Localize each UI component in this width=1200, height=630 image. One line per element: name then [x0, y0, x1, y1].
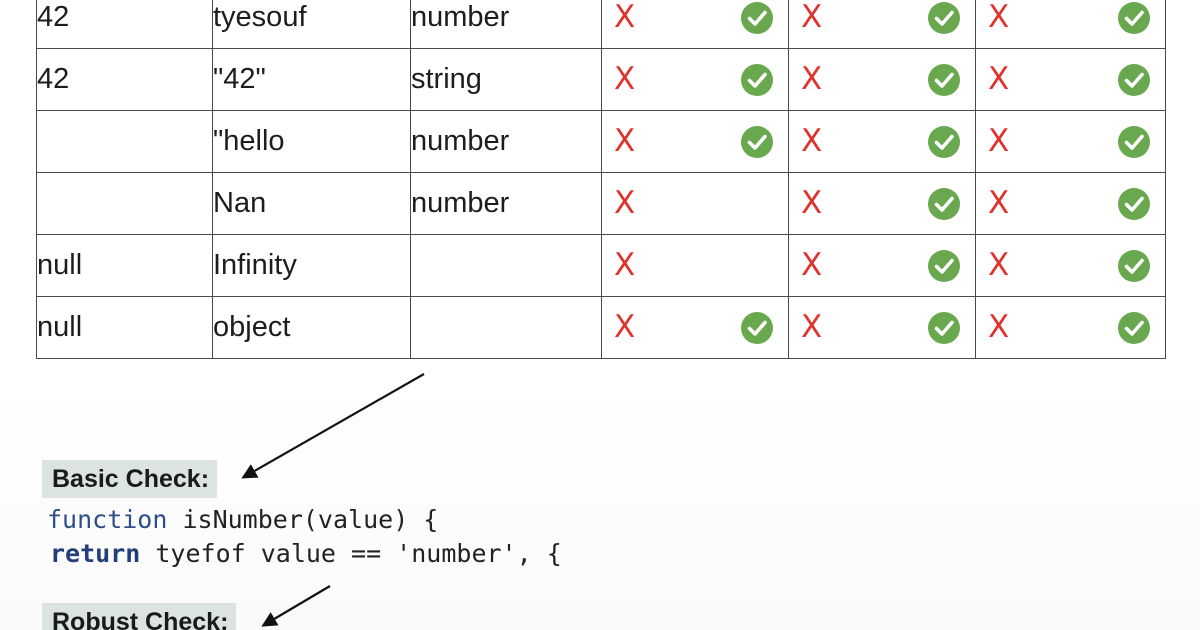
keyword-return: return [50, 539, 141, 568]
arrow-to-robust-check [261, 585, 331, 627]
check-circle-icon [740, 63, 774, 97]
x-mark-icon: X [988, 122, 1010, 159]
result-cell-1: X [601, 48, 789, 111]
cell-col-1: null [36, 234, 213, 297]
cell-col-1 [36, 110, 213, 173]
table-row: 42"42"string X X X [36, 48, 1166, 111]
result-cell-3: X [975, 110, 1166, 173]
x-mark-icon: X [801, 184, 823, 221]
x-mark-icon: X [988, 308, 1010, 345]
result-cell-3: X [975, 296, 1166, 359]
cell-col-1: 42 [36, 0, 213, 49]
check-circle-icon [927, 63, 961, 97]
cell-col-1: null [36, 296, 213, 359]
x-mark-icon: X [801, 308, 823, 345]
check-circle-icon [740, 1, 774, 35]
x-mark-icon: X [988, 246, 1010, 283]
result-cell-2: X [788, 48, 976, 111]
check-circle-icon [1117, 311, 1151, 345]
x-mark-icon: X [614, 0, 636, 35]
check-circle-icon [1117, 187, 1151, 221]
cell-col-2: tyesouf [212, 0, 411, 49]
x-mark-icon: X [614, 122, 636, 159]
check-circle-icon [927, 249, 961, 283]
cell-col-3: string [410, 48, 602, 111]
basic-check-heading: Basic Check: [42, 460, 218, 498]
result-cell-2: X [788, 234, 976, 297]
result-cell-1: X [601, 0, 789, 49]
x-mark-icon: X [614, 60, 636, 97]
x-mark-icon: X [614, 184, 636, 221]
code-text: tyefof value == 'number', { [140, 539, 562, 568]
result-cell-2: X [788, 296, 976, 359]
result-cell-3: X [975, 0, 1166, 49]
cell-col-2: object [212, 296, 411, 359]
check-circle-icon [927, 125, 961, 159]
basic-check-code-line-2: return tyefof value == 'number', { [50, 537, 562, 571]
cell-col-1 [36, 172, 213, 235]
check-circle-icon [927, 187, 961, 221]
check-circle-icon [1117, 125, 1151, 159]
x-mark-icon: X [988, 184, 1010, 221]
check-circle-icon [927, 1, 961, 35]
cell-col-2: Infinity [212, 234, 411, 297]
x-mark-icon: X [988, 0, 1010, 35]
code-text: isNumber(value) { [167, 505, 439, 534]
result-cell-1: X [601, 172, 789, 235]
result-cell-2: X [788, 110, 976, 173]
cell-col-3: number [410, 110, 602, 173]
check-circle-icon [1117, 63, 1151, 97]
result-cell-2: X [788, 0, 976, 49]
cell-col-3: number [410, 172, 602, 235]
check-circle-icon [740, 125, 774, 159]
cell-col-3 [410, 234, 602, 297]
result-cell-1: X [601, 234, 789, 297]
result-cell-2: X [788, 172, 976, 235]
cell-col-2: "hello [212, 110, 411, 173]
x-mark-icon: X [801, 246, 823, 283]
x-mark-icon: X [801, 60, 823, 97]
robust-check-heading: Robust Check: [42, 603, 237, 630]
check-circle-icon [1117, 1, 1151, 35]
x-mark-icon: X [614, 246, 636, 283]
x-mark-icon: X [801, 122, 823, 159]
result-cell-3: X [975, 48, 1166, 111]
cell-col-2: "42" [212, 48, 411, 111]
x-mark-icon: X [614, 308, 636, 345]
result-cell-3: X [975, 234, 1166, 297]
result-cell-1: X [601, 296, 789, 359]
basic-check-code-line-1: function isNumber(value) { [47, 503, 438, 537]
cell-col-2: Nan [212, 172, 411, 235]
x-mark-icon: X [988, 60, 1010, 97]
keyword-function: function [47, 505, 168, 534]
result-cell-1: X [601, 110, 789, 173]
check-circle-icon [740, 311, 774, 345]
check-circle-icon [1117, 249, 1151, 283]
result-cell-3: X [975, 172, 1166, 235]
check-circle-icon [927, 311, 961, 345]
cell-col-1: 42 [36, 48, 213, 111]
arrow-to-basic-check [241, 373, 425, 479]
x-mark-icon: X [801, 0, 823, 35]
cell-col-3: number [410, 0, 602, 49]
cell-col-3 [410, 296, 602, 359]
